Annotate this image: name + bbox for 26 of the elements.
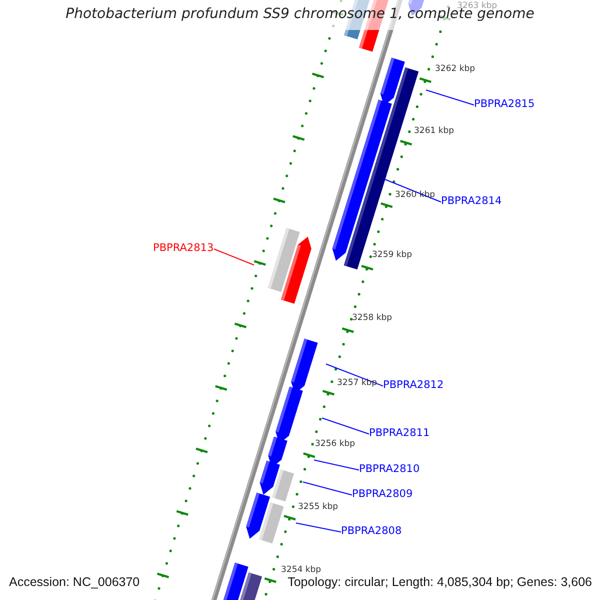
info-text: Accession: NC_006370 [9,574,140,590]
gene-label: PBPRA2810 [359,463,420,475]
leader-line [214,248,254,266]
tick-label: 3256 kbp [315,439,356,449]
gene-label: PBPRA2812 [383,379,444,391]
leader-line [322,418,370,434]
tick-label: 3257 kbp [337,378,378,388]
gene-label: PBPRA2815 [474,98,535,110]
leader-line [326,364,384,386]
gene-label: PBPRA2813 [153,242,214,254]
gene-label: PBPRA2814 [441,195,502,207]
leader-line [426,90,474,106]
info-text: Topology: circular; Length: 4,085,304 bp; Genes: 3,606 [288,574,592,590]
tick-label: 3259 kbp [372,250,412,260]
leader-line [296,522,342,532]
tick-label: 3258 kbp [352,313,392,323]
gene-label: PBPRA2811 [369,427,430,439]
leader-line [384,178,442,202]
leader-line [302,482,352,496]
tick-label: 3254 kbp [281,565,322,575]
tick-label: 3262 kbp [435,64,476,74]
tick-label: 3261 kbp [414,126,454,136]
tick-label: 3255 kbp [298,502,338,512]
gene-label: PBPRA2808 [341,525,402,537]
leader-line [314,460,360,470]
gene-label: PBPRA2809 [352,488,413,500]
